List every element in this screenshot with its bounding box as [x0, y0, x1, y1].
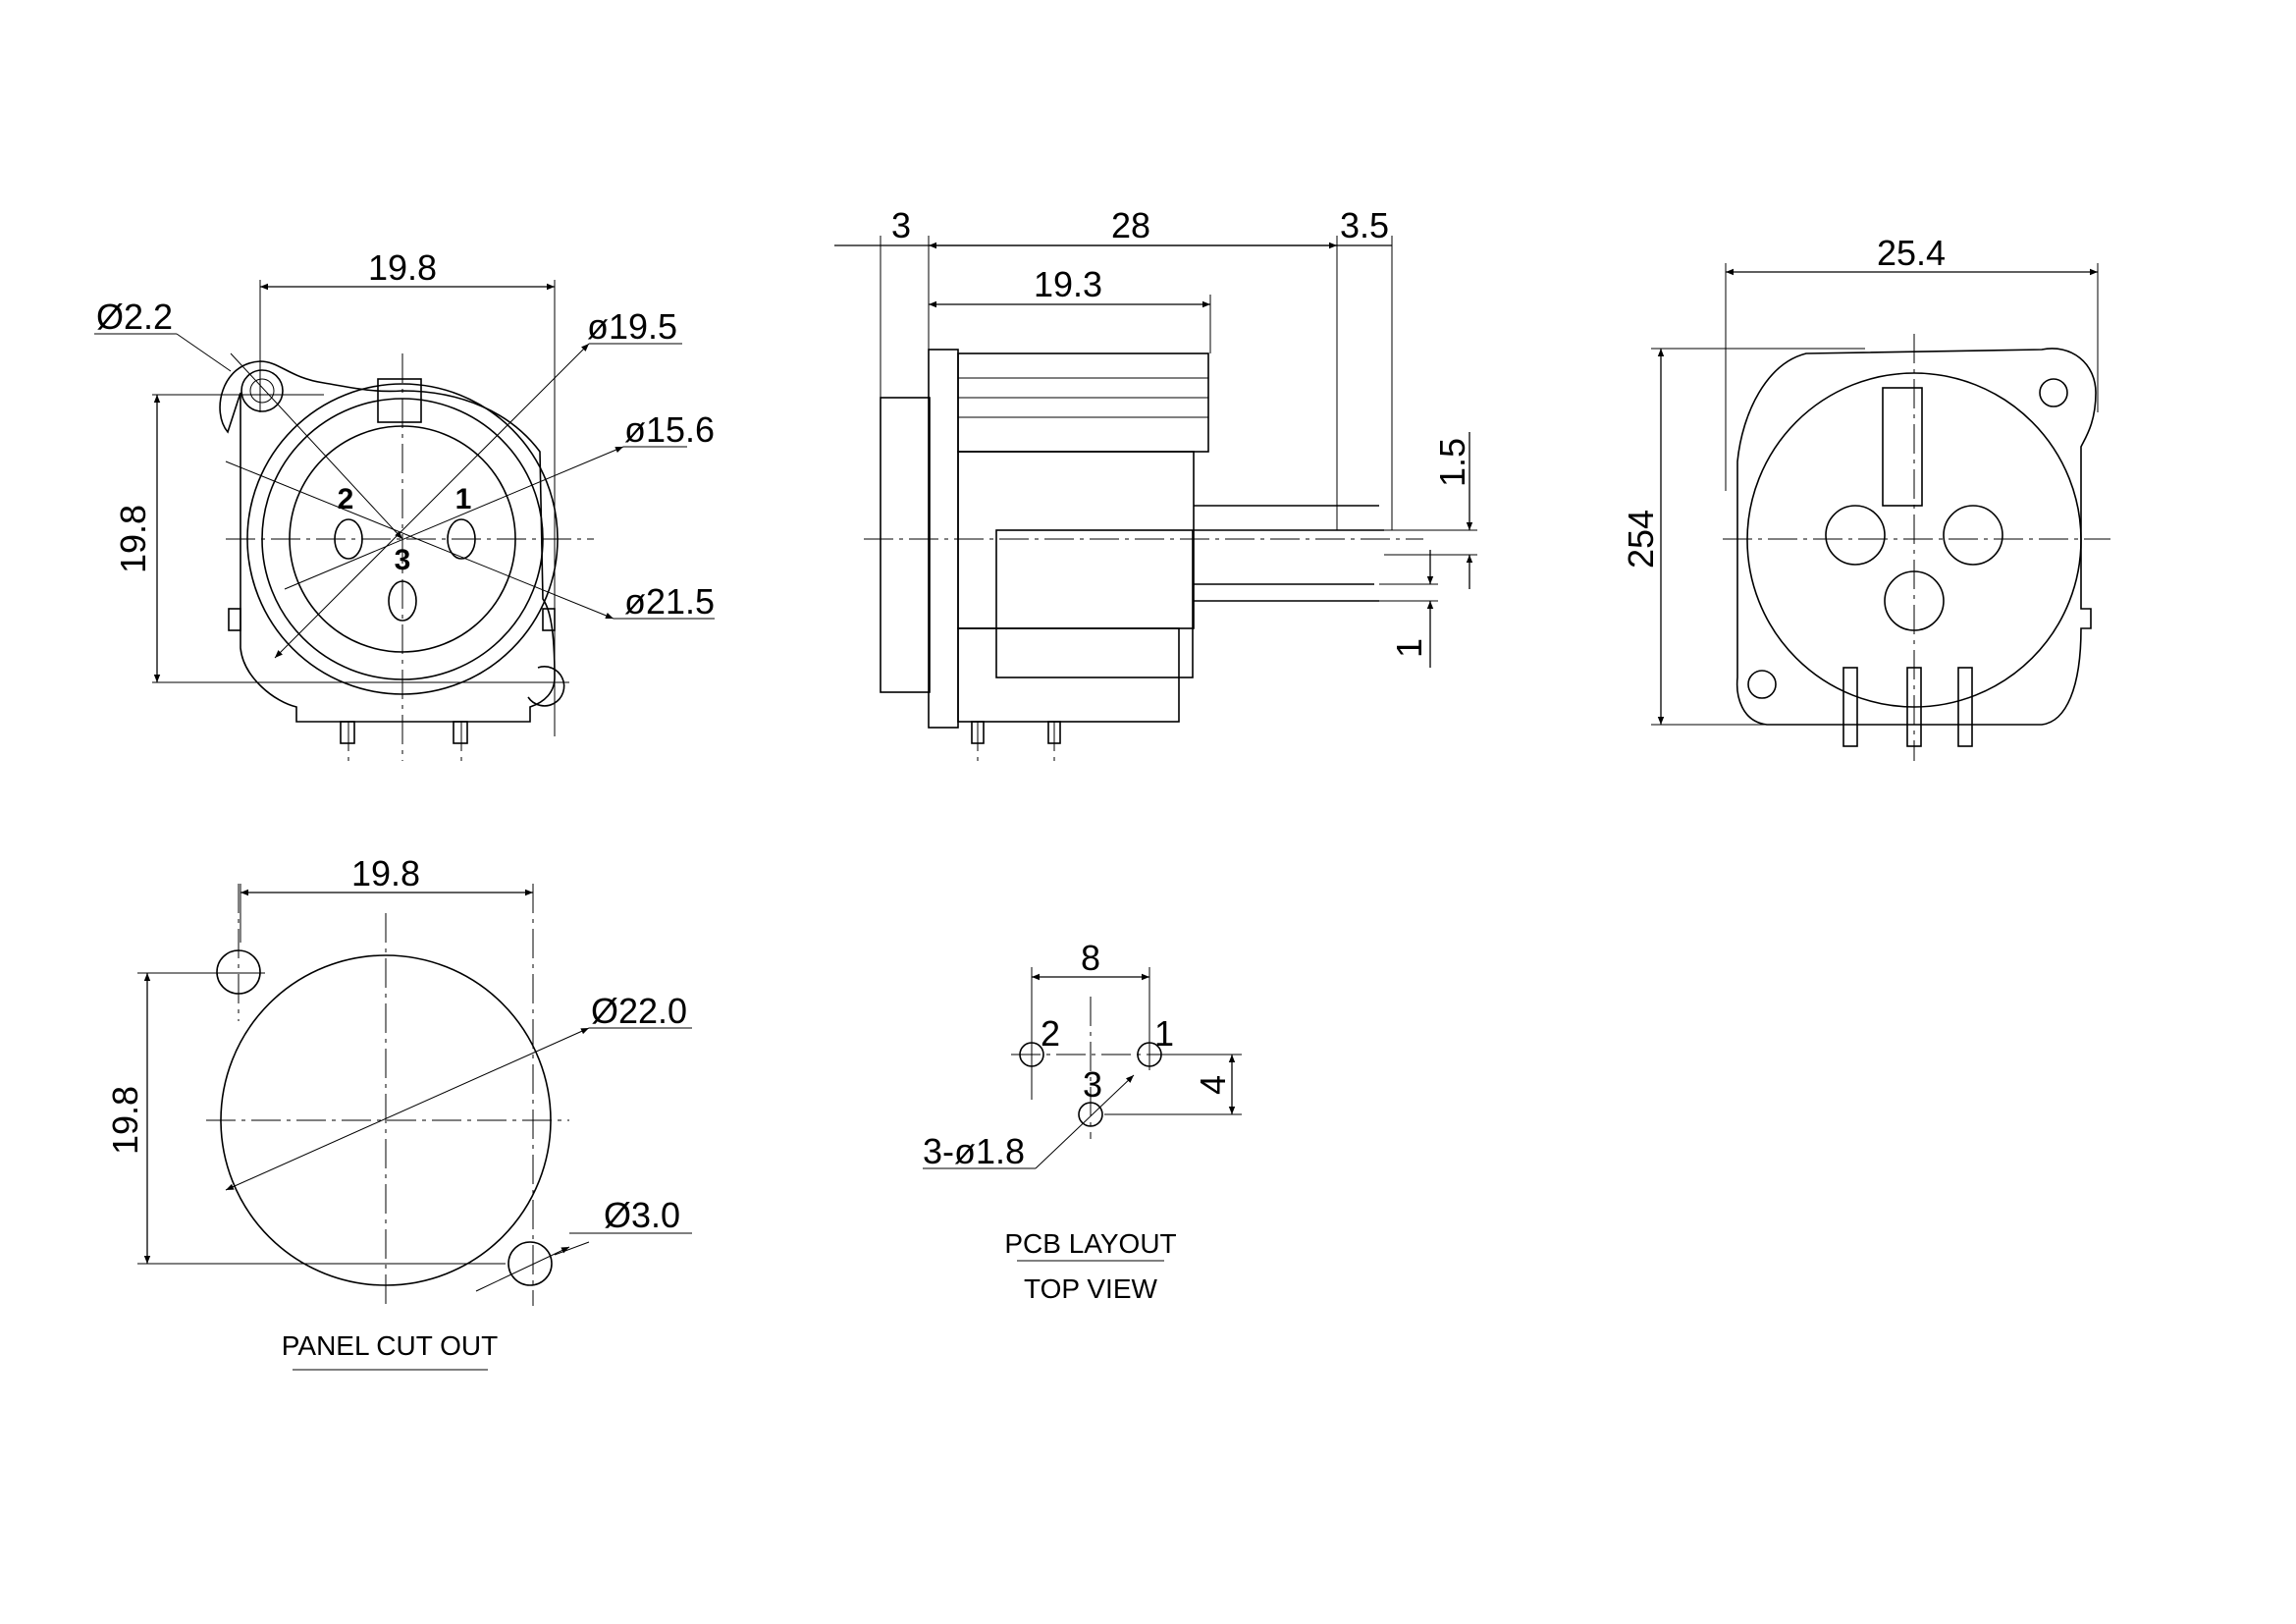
pcb-pin-left	[340, 721, 355, 744]
dia-21-5-label: ø21.5	[624, 581, 715, 622]
rear-contact-2	[1825, 505, 1886, 566]
pin-3-label: 3	[395, 544, 411, 576]
panel-cutout-title: PANEL CUT OUT	[282, 1330, 498, 1361]
front-view: 19.8 19.8 Ø2.2 ø19.5 ø15.6 ø21.5 1 2 3	[94, 247, 715, 761]
length-dim-label: 28	[1111, 205, 1150, 245]
rear-height-label: 254	[1621, 510, 1661, 568]
leader-hole-spec	[1035, 1074, 1135, 1169]
cutout-dia-label: Ø22.0	[591, 991, 687, 1031]
front-flange	[880, 397, 931, 693]
dia-15-6-label: ø15.6	[624, 409, 715, 450]
mount-hole	[240, 369, 284, 412]
rear-pin	[1842, 667, 1858, 747]
front-width-label: 19.8	[368, 247, 437, 288]
leader-3-0	[475, 1246, 570, 1292]
main-body	[957, 451, 1195, 629]
pcb-layout: 8 4 3-ø1.8 1 2 3 PCB LAYOUT TOP VIEW	[923, 938, 1242, 1304]
ground-clip	[527, 666, 565, 707]
leader-15-6	[284, 446, 624, 590]
pcb-pin-2-label: 2	[1041, 1013, 1060, 1054]
pcb-layout-subtitle: TOP VIEW	[1024, 1273, 1157, 1304]
leader-3-0-b	[554, 1241, 590, 1256]
pin-2-label: 2	[338, 483, 354, 515]
pcb-pin-1-label: 1	[1154, 1013, 1174, 1054]
mount-hole-inner	[249, 378, 275, 404]
cutout-hole-bottom	[507, 1241, 553, 1286]
pin-offset-dim-label: 1.5	[1432, 438, 1472, 487]
rear-mount-hole-2	[1747, 670, 1777, 699]
pcb-pin-right	[453, 721, 468, 744]
flange-dim-label: 3	[891, 205, 911, 245]
flange-outline	[219, 360, 556, 723]
leader-22-0	[225, 1027, 590, 1191]
side-tab-left	[228, 608, 241, 631]
mount-hole-dia-label: Ø2.2	[96, 297, 173, 337]
hole-dia-label: Ø3.0	[604, 1195, 680, 1235]
body-dim-label: 19.3	[1034, 264, 1102, 304]
front-height-label: 19.8	[113, 505, 153, 573]
leader-19-5	[274, 343, 590, 659]
pcb-layout-title: PCB LAYOUT	[1004, 1228, 1176, 1259]
pin-spacing-label: 8	[1081, 938, 1100, 978]
panel-cutout: 19.8 19.8 Ø22.0 Ø3.0 PANEL CUT OUT	[105, 853, 692, 1371]
row-offset-label: 4	[1193, 1075, 1233, 1095]
base-block	[957, 627, 1180, 723]
latch-button	[1882, 387, 1923, 507]
leader-21-5	[225, 460, 614, 620]
rear-contact-1	[1943, 505, 2003, 566]
pin-1-label: 1	[455, 483, 472, 515]
rear-view: 25.4 254	[1621, 233, 2110, 761]
dia-19-5-label: ø19.5	[587, 306, 677, 347]
hole-spec-label: 3-ø1.8	[923, 1131, 1025, 1171]
side-view: 3 28 3.5 19.3 1.5 1	[834, 205, 1477, 761]
cutout-height-label: 19.8	[105, 1086, 145, 1155]
pin-tail-dim-label: 3.5	[1340, 205, 1389, 245]
rear-width-label: 25.4	[1877, 233, 1946, 273]
leader-2-2-tail	[176, 333, 232, 372]
rear-block	[995, 529, 1194, 678]
rear-pin	[1957, 667, 1973, 747]
pcb-pin-3-label: 3	[1083, 1064, 1102, 1105]
rear-mount-hole	[2039, 378, 2068, 407]
pin-spacing-dim-label: 1	[1389, 638, 1429, 658]
latch-body	[957, 352, 1209, 453]
cutout-width-label: 19.8	[351, 853, 420, 893]
